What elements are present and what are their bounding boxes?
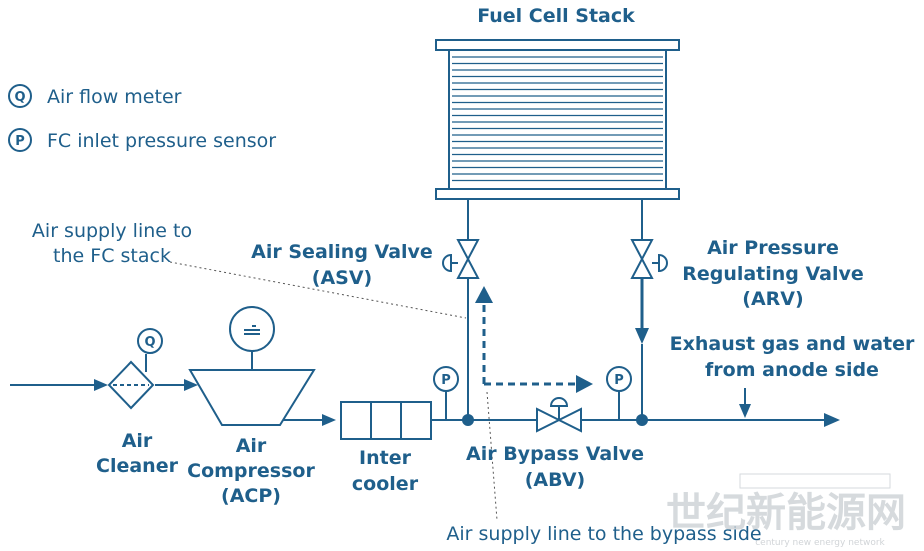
main-air-line xyxy=(10,379,840,427)
label-intercooler-2: cooler xyxy=(352,473,419,495)
watermark-text: 世纪新能源网 xyxy=(666,490,906,536)
label-cleaner-1: Air xyxy=(122,430,153,452)
label-air-supply-fc-2: the FC stack xyxy=(53,245,171,267)
label-exhaust-2: from anode side xyxy=(705,359,879,381)
legend-p-symbol: P xyxy=(15,134,25,149)
label-abv-1: Air Bypass Valve xyxy=(466,443,644,465)
watermark-sub: century new energy network xyxy=(755,538,885,548)
label-arv-3: (ARV) xyxy=(742,288,803,310)
legend: Q Air flow meter P FC inlet pressure sen… xyxy=(8,84,276,152)
label-arv-2: Regulating Valve xyxy=(682,263,864,285)
label-asv-1: Air Sealing Valve xyxy=(251,241,433,263)
air-cleaner: Q xyxy=(107,328,163,410)
diagram-title: Fuel Cell Stack xyxy=(477,5,635,27)
label-intercooler-1: Inter xyxy=(359,447,412,469)
watermark: 世纪新能源网 century new energy network xyxy=(666,473,906,548)
pressure-sensor-symbol: P xyxy=(441,373,451,388)
label-cleaner-2: Cleaner xyxy=(96,455,179,477)
stack-return-line xyxy=(630,199,668,420)
stack-plates xyxy=(452,56,663,182)
pressure-sensor-icon xyxy=(433,366,459,392)
label-asv-2: (ASV) xyxy=(312,267,372,289)
label-compressor-3: (ACP) xyxy=(221,485,281,507)
label-bypass-side: Air supply line to the bypass side xyxy=(446,523,761,545)
air-compressor xyxy=(188,306,316,426)
legend-p-label: FC inlet pressure sensor xyxy=(47,130,276,152)
fuel-cell-stack xyxy=(435,39,680,200)
pressure-sensor-icon xyxy=(606,366,632,392)
label-arv-1: Air Pressure xyxy=(707,237,839,259)
legend-q-symbol: Q xyxy=(14,90,25,105)
dashed-flow-path xyxy=(475,286,593,393)
label-compressor-2: Compressor xyxy=(187,460,315,482)
legend-p-symbol-icon xyxy=(8,128,32,152)
label-compressor-1: Air xyxy=(236,435,267,457)
air-bypass-valve xyxy=(536,397,582,433)
legend-q-label: Air flow meter xyxy=(47,86,182,108)
flow-meter-symbol: Q xyxy=(144,335,155,350)
label-exhaust-1: Exhaust gas and water xyxy=(670,333,915,355)
bypass-pressure-sensor: P xyxy=(606,366,632,420)
pointer-fc-supply xyxy=(169,261,467,319)
stack-supply-line xyxy=(442,199,480,420)
exhaust-input-arrow xyxy=(739,388,751,418)
inlet-pressure-sensor: P xyxy=(433,366,459,420)
flow-meter-icon xyxy=(137,328,163,354)
pressure-sensor-symbol: P xyxy=(614,373,624,388)
label-abv-2: (ABV) xyxy=(525,469,586,491)
label-air-supply-fc-1: Air supply line to xyxy=(32,220,192,242)
pointer-bypass-side xyxy=(486,391,498,521)
intercooler xyxy=(340,401,432,440)
legend-q-symbol-icon xyxy=(8,84,32,108)
